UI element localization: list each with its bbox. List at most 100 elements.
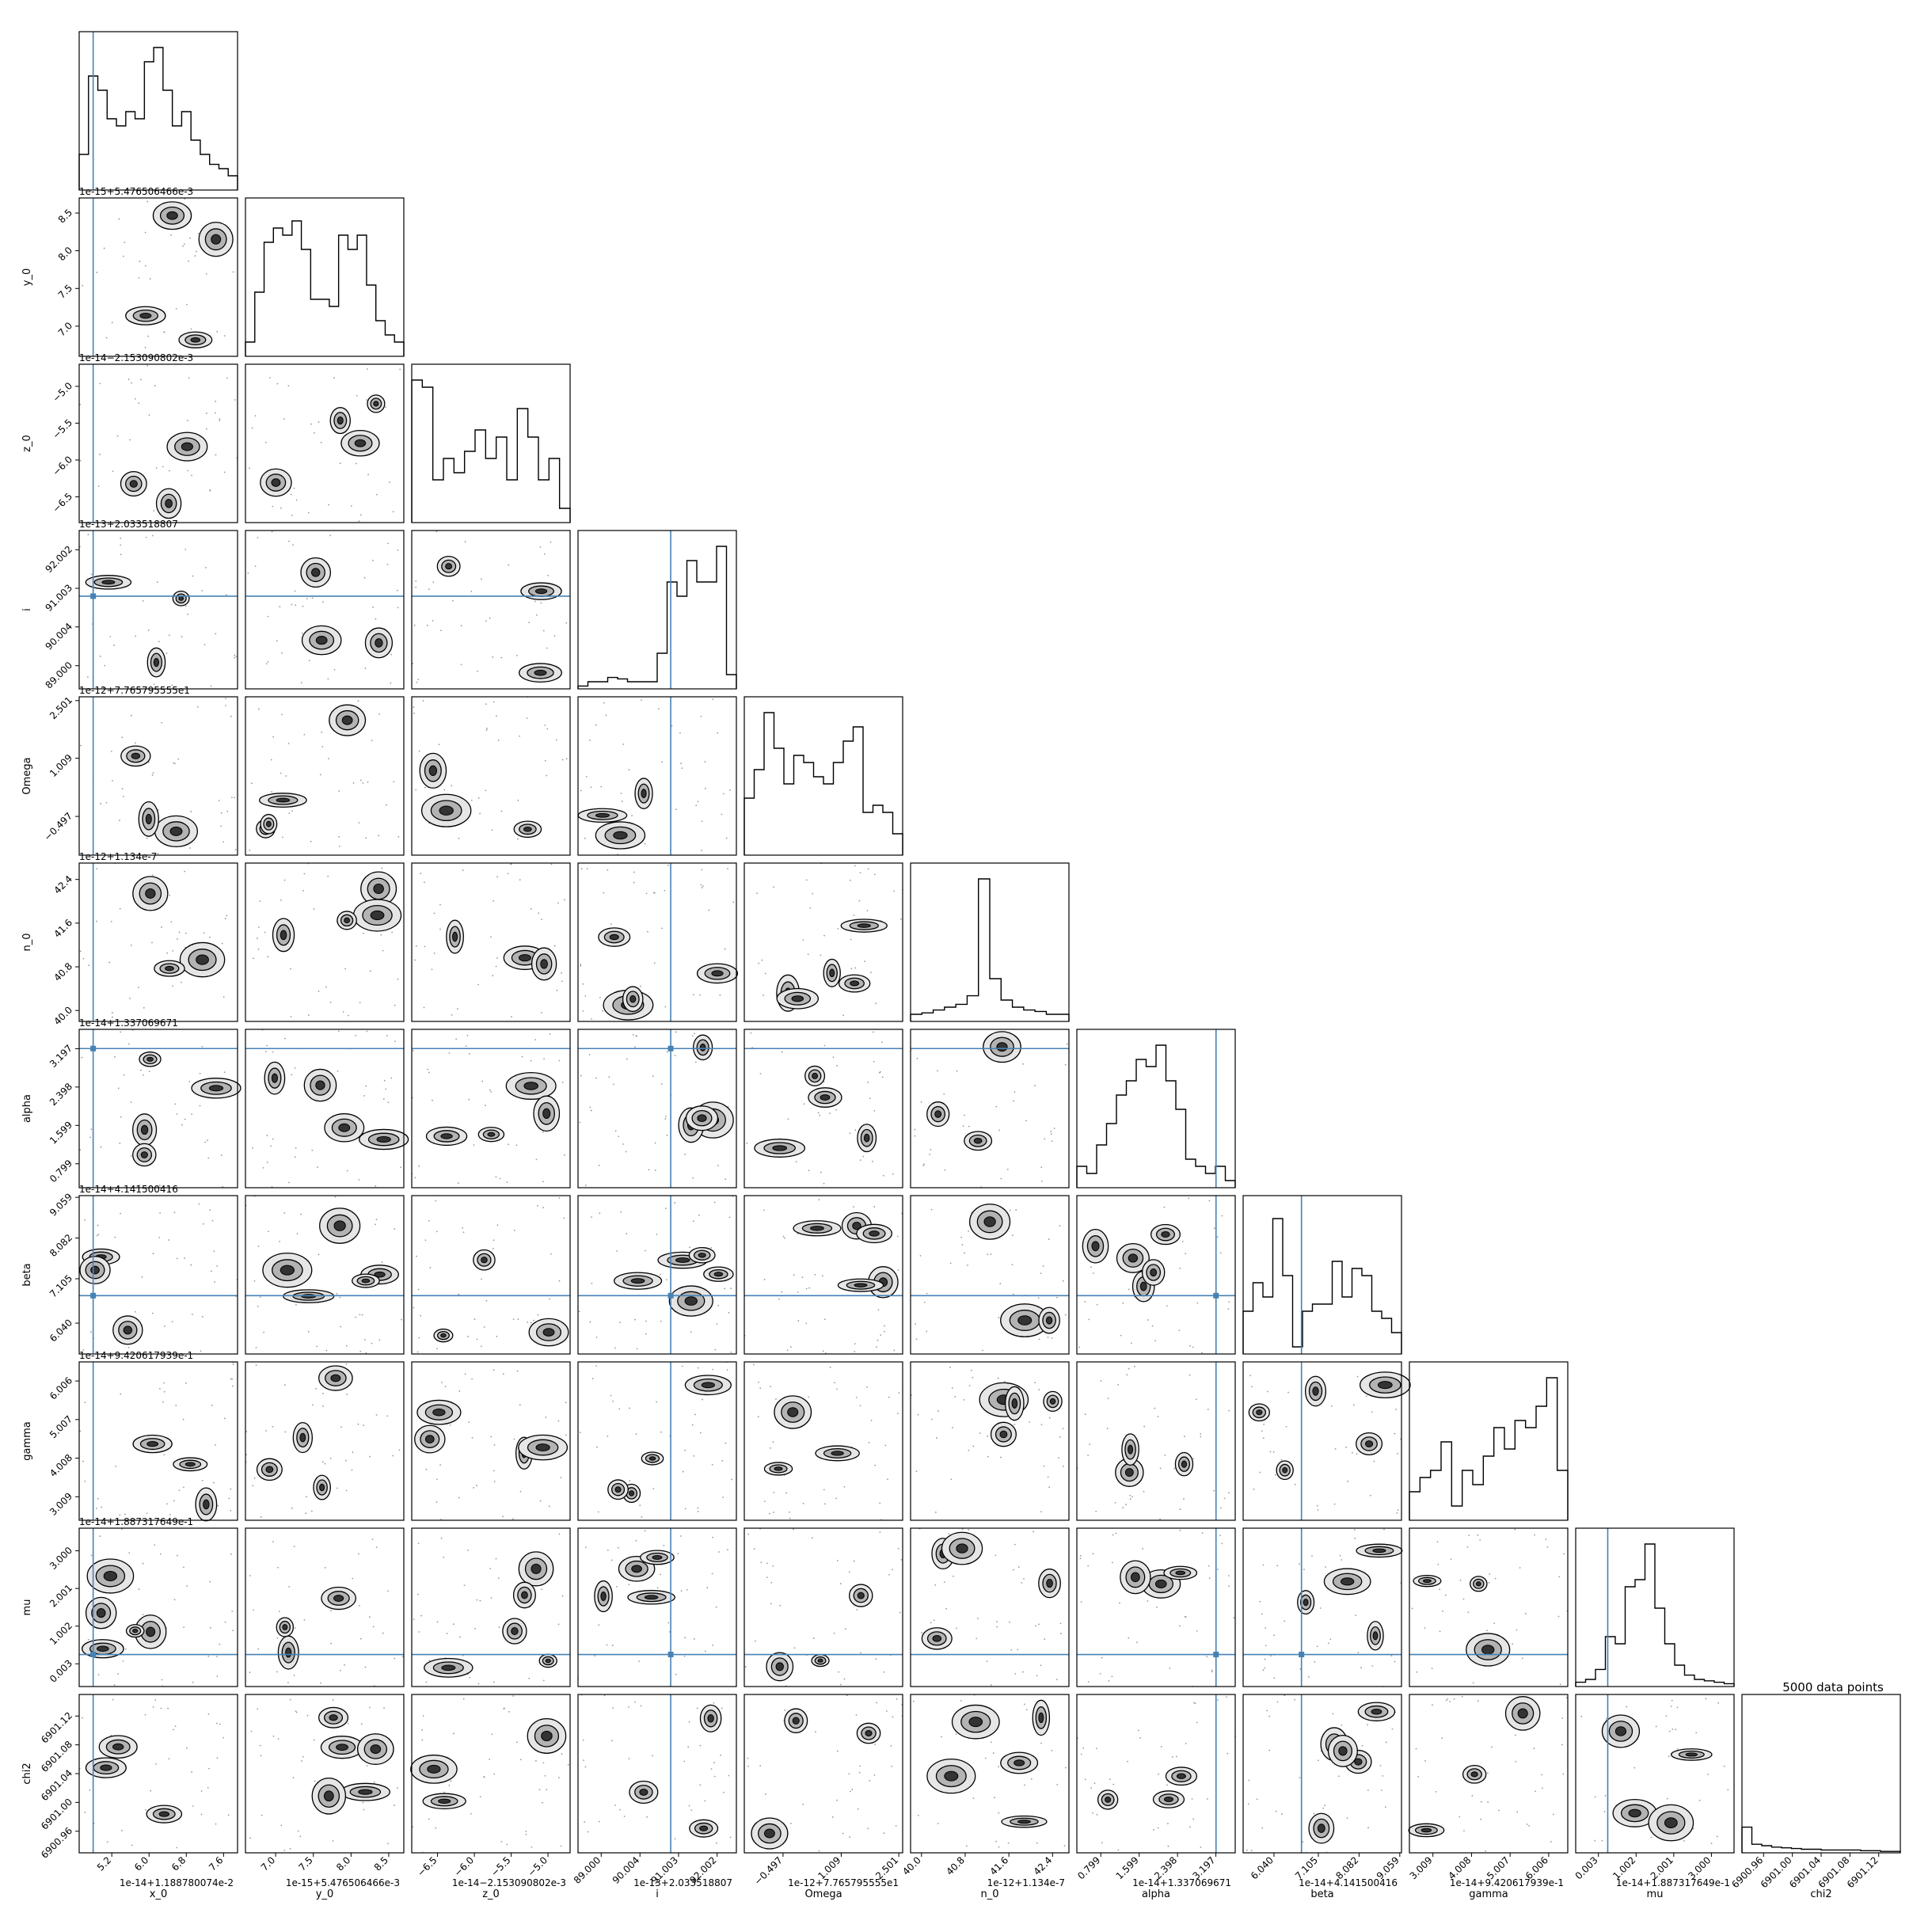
sample-point <box>618 1135 620 1138</box>
sample-point <box>853 1206 854 1208</box>
sample-point <box>89 1789 91 1791</box>
sample-point <box>1013 1100 1014 1102</box>
sample-point <box>1383 1528 1385 1531</box>
cell-i-i <box>577 530 737 690</box>
sample-point <box>1514 1528 1516 1531</box>
sample-point <box>322 1392 324 1394</box>
sample-point <box>585 775 588 778</box>
sample-point <box>155 1763 157 1765</box>
sample-point <box>121 736 124 739</box>
sample-point <box>1472 1682 1474 1684</box>
sample-point <box>444 1386 447 1388</box>
sample-point <box>327 875 329 877</box>
sample-point <box>99 1535 101 1538</box>
sample-point <box>857 1808 859 1810</box>
sample-point <box>135 635 137 637</box>
sample-point <box>864 960 866 963</box>
sample-point <box>127 1043 130 1045</box>
sample-point <box>1023 1578 1025 1580</box>
sample-point <box>96 868 98 870</box>
sample-point <box>786 1349 789 1352</box>
sample-point <box>185 1382 187 1384</box>
sample-point <box>690 1809 693 1812</box>
sample-point <box>111 1012 113 1014</box>
contour-core <box>1338 1746 1348 1756</box>
sample-point <box>470 799 473 801</box>
sample-point <box>539 1500 542 1502</box>
sample-point <box>288 540 290 542</box>
sample-point <box>660 1431 662 1433</box>
sample-point <box>595 1336 598 1338</box>
sample-point <box>580 1074 582 1077</box>
sample-point <box>754 1640 756 1642</box>
contour-core <box>145 888 156 899</box>
sample-point <box>1211 1671 1213 1673</box>
sample-point <box>1014 1424 1016 1425</box>
sample-point <box>1096 1813 1098 1816</box>
x-tick-label: 0.003 <box>1573 1854 1600 1881</box>
y-tick-label: −5.5 <box>51 417 75 442</box>
contour-core <box>854 1283 868 1287</box>
sample-point <box>184 198 186 200</box>
sample-point <box>109 636 112 637</box>
sample-point <box>294 1627 296 1629</box>
sample-point <box>219 1723 221 1725</box>
cell-frame <box>577 1029 737 1188</box>
sample-point <box>534 600 536 603</box>
sample-point <box>808 1396 810 1398</box>
sample-point <box>1043 1465 1045 1467</box>
sample-point <box>291 1507 293 1509</box>
sample-point <box>1275 1810 1277 1812</box>
sample-point <box>105 337 108 339</box>
y-tick-label: 0.799 <box>48 1158 74 1185</box>
sample-point <box>1381 1789 1382 1791</box>
sample-point <box>394 1805 395 1806</box>
sample-point <box>1341 1559 1343 1561</box>
sample-point <box>463 1584 466 1587</box>
sample-point <box>129 439 131 441</box>
cell-frame <box>577 1694 737 1854</box>
sample-point <box>369 970 371 972</box>
sample-point <box>1188 1197 1190 1200</box>
sample-point <box>850 968 853 970</box>
sample-point <box>563 1217 565 1219</box>
sample-point <box>886 1710 888 1712</box>
sample-point <box>1459 1579 1462 1581</box>
sample-point <box>550 1253 552 1255</box>
sample-point <box>1139 1737 1141 1739</box>
contour-core <box>112 1743 124 1751</box>
cell-frame <box>245 1527 405 1687</box>
sample-point <box>1263 1423 1265 1425</box>
sample-point <box>698 1215 700 1216</box>
cell-Omega-Omega <box>744 696 903 856</box>
sample-point <box>365 1352 367 1354</box>
sample-point <box>1196 1302 1199 1304</box>
sample-point <box>544 1774 546 1777</box>
sample-point <box>396 1787 398 1789</box>
sample-point <box>1269 1451 1272 1453</box>
sample-point <box>1558 1576 1561 1578</box>
sample-point <box>334 1196 337 1198</box>
sample-point <box>130 714 132 717</box>
sample-point <box>418 1165 420 1167</box>
sample-point <box>177 758 180 760</box>
sample-point <box>223 1417 226 1420</box>
sample-point <box>883 1671 885 1673</box>
sample-point <box>680 1535 682 1537</box>
x-axis-label: z_0 <box>482 1888 500 1900</box>
sample-point <box>620 793 622 794</box>
cell-i-x_0: 89.00090.00491.00392.0021e-13+2.03351880… <box>21 519 238 691</box>
sample-point <box>724 948 726 950</box>
sample-point <box>188 377 190 379</box>
sample-point <box>97 485 100 487</box>
x-offset-label: 1e-14−2.153090802e-3 <box>452 1877 566 1888</box>
sample-point <box>267 956 269 958</box>
sample-point <box>182 245 184 247</box>
sample-point <box>101 1506 103 1508</box>
sample-point <box>610 1740 613 1742</box>
sample-point <box>112 1698 114 1701</box>
sample-point <box>1580 1715 1583 1717</box>
sample-point <box>462 1231 465 1234</box>
